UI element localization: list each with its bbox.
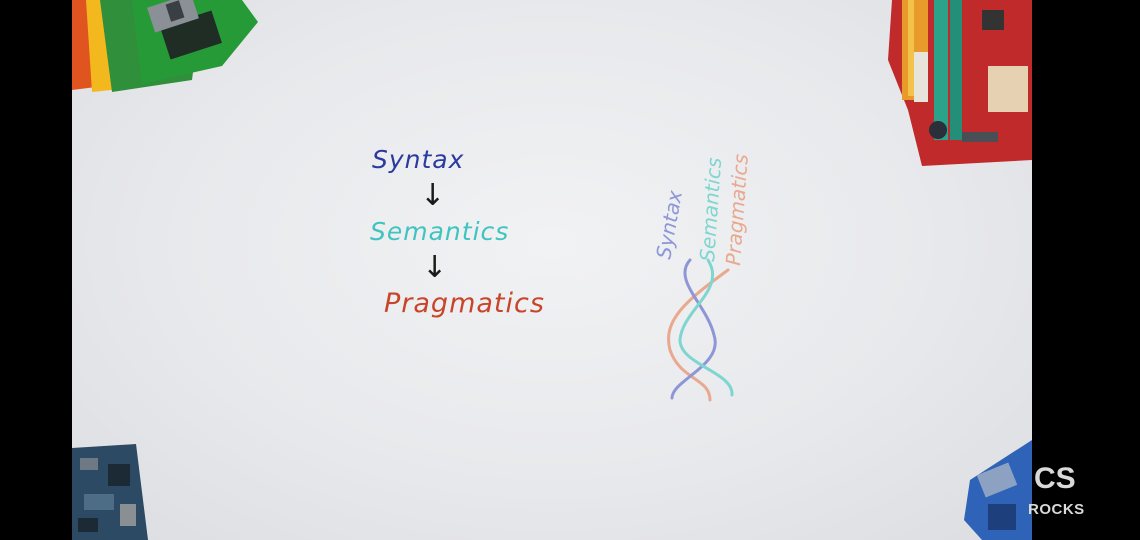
blue-floppy-disk-prop	[964, 440, 1032, 540]
braid-strand-syntax	[670, 258, 717, 400]
braid-strand-semantics	[678, 258, 734, 397]
watermark-subtitle: ROCKS	[1028, 501, 1085, 518]
letterbox-left	[0, 0, 72, 540]
watermark-title: CS	[1034, 462, 1076, 495]
flow-pragmatics-label: Pragmatics	[384, 288, 545, 319]
flow-arrow-down-icon: ↓	[422, 250, 449, 285]
motherboard-prop	[888, 0, 1032, 166]
letterbox-right	[1032, 0, 1140, 540]
braid-pragmatics-label: Pragmatics	[721, 153, 753, 266]
flow-arrow-down-icon: ↓	[420, 178, 447, 213]
floppy-disks-prop	[72, 0, 258, 92]
braid-strand-pragmatics	[667, 268, 730, 402]
whiteboard-scene: Syntax ↓ Semantics ↓ Pragmatics Syntax S…	[72, 0, 1032, 540]
circuit-board-prop	[72, 444, 148, 540]
flow-syntax-label: Syntax	[372, 145, 465, 174]
braid-syntax-label: Syntax	[651, 188, 687, 260]
braid-diagram: Syntax Semantics Pragmatics	[651, 153, 753, 402]
flow-semantics-label: Semantics	[370, 217, 510, 246]
